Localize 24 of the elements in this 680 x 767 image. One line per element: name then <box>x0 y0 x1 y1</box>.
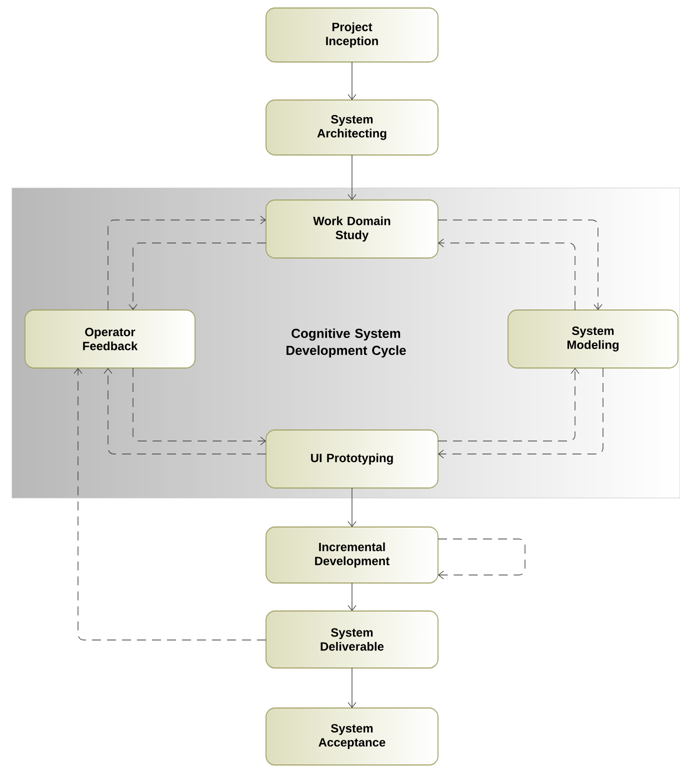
dashed-arrow <box>74 368 266 640</box>
activity-box: Work Domain Study <box>266 200 438 258</box>
arrow <box>348 668 356 708</box>
dashed-arrow <box>128 242 266 310</box>
dashed-arrow <box>108 216 266 310</box>
arrow <box>348 488 356 527</box>
activity-box: Operator Feedback <box>24 310 196 368</box>
activity-box: System Modeling <box>508 310 678 368</box>
activity-box: System Deliverable <box>266 610 438 668</box>
dashed-arrow <box>104 368 266 454</box>
arrow <box>348 582 356 611</box>
dashed-arrow <box>438 368 604 458</box>
arrow <box>348 154 356 200</box>
dashed-arrow <box>438 238 576 310</box>
dashed-arrow <box>132 368 266 446</box>
arrow <box>438 538 526 580</box>
activity-box: System Architecting <box>266 100 438 156</box>
dashed-arrow <box>438 368 580 442</box>
activity-box: System Acceptance <box>266 708 438 766</box>
arrow <box>348 62 356 100</box>
activity-box: Incremental Development <box>266 526 438 584</box>
activity-box: Project Inception <box>266 8 438 62</box>
dashed-arrow <box>438 220 602 310</box>
activity-box: UI Prototyping <box>266 430 438 488</box>
